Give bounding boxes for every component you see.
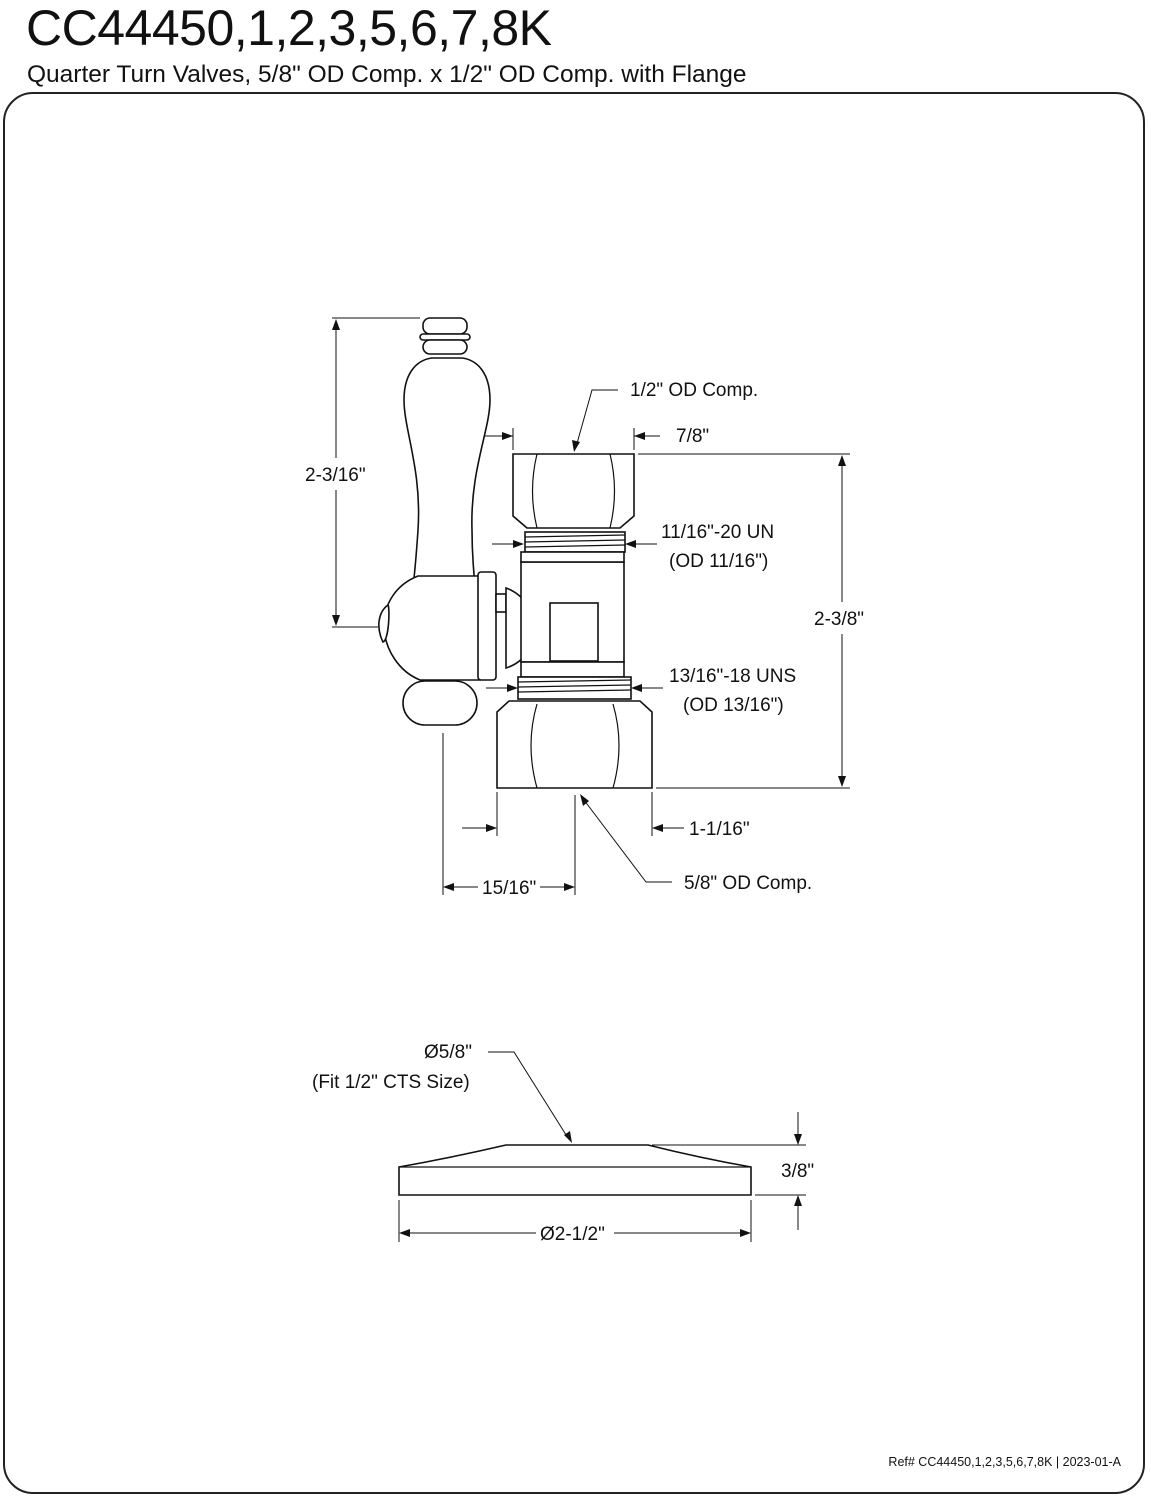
flange-drawing [398,1144,752,1196]
valve-dimension-lines [332,317,850,895]
inlet-thread [517,661,632,700]
inlet-label: 5/8" OD Comp. [684,873,812,894]
handle-height-label: 2-3/16" [305,465,366,486]
body-height-label: 2-3/8" [814,609,864,630]
outlet-nut-width-label: 7/8" [676,426,709,447]
inlet-nut [496,700,653,789]
lower-knob [402,680,478,726]
outlet-nut [512,453,635,529]
handle-knob [419,317,471,355]
outlet-thread-od-label: (OD 11/16") [669,551,768,572]
lever-handle [403,357,491,597]
flange-height-label: 3/8" [781,1161,814,1182]
valve-drawing [378,317,653,789]
flange-bore-note: (Fit 1/2" CTS Size) [312,1072,470,1093]
outlet-thread [520,531,626,563]
page-title: CC44450,1,2,3,5,6,7,8K [26,0,552,56]
drawing-frame [3,92,1145,1494]
inlet-thread-od-label: (OD 13/16") [683,695,784,716]
flange-dimension-labels: Ø5/8" (Fit 1/2" CTS Size) 3/8" Ø2-1/2" [312,1042,814,1245]
valve-body [520,561,625,663]
valve-dimension-labels: 1/2" OD Comp. 7/8" 2-3/16" 11/16"-20 UN … [305,380,864,899]
inlet-thread-label: 13/16"-18 UNS [669,666,796,687]
reference-number: Ref# CC44450,1,2,3,5,6,7,8K | 2023-01-A [888,1455,1121,1469]
outlet-label: 1/2" OD Comp. [630,380,758,401]
inlet-nut-width-label: 1-1/16" [689,819,750,840]
handle-offset-label: 15/16" [482,878,536,899]
page-subtitle: Quarter Turn Valves, 5/8" OD Comp. x 1/2… [27,61,747,88]
flange-diameter-label: Ø2-1/2" [540,1224,605,1245]
flange-dimension-lines [398,1051,806,1242]
outlet-thread-label: 11/16"-20 UN [661,522,774,543]
handle-hub [378,571,536,681]
flange-bore-label: Ø5/8" [424,1042,472,1063]
